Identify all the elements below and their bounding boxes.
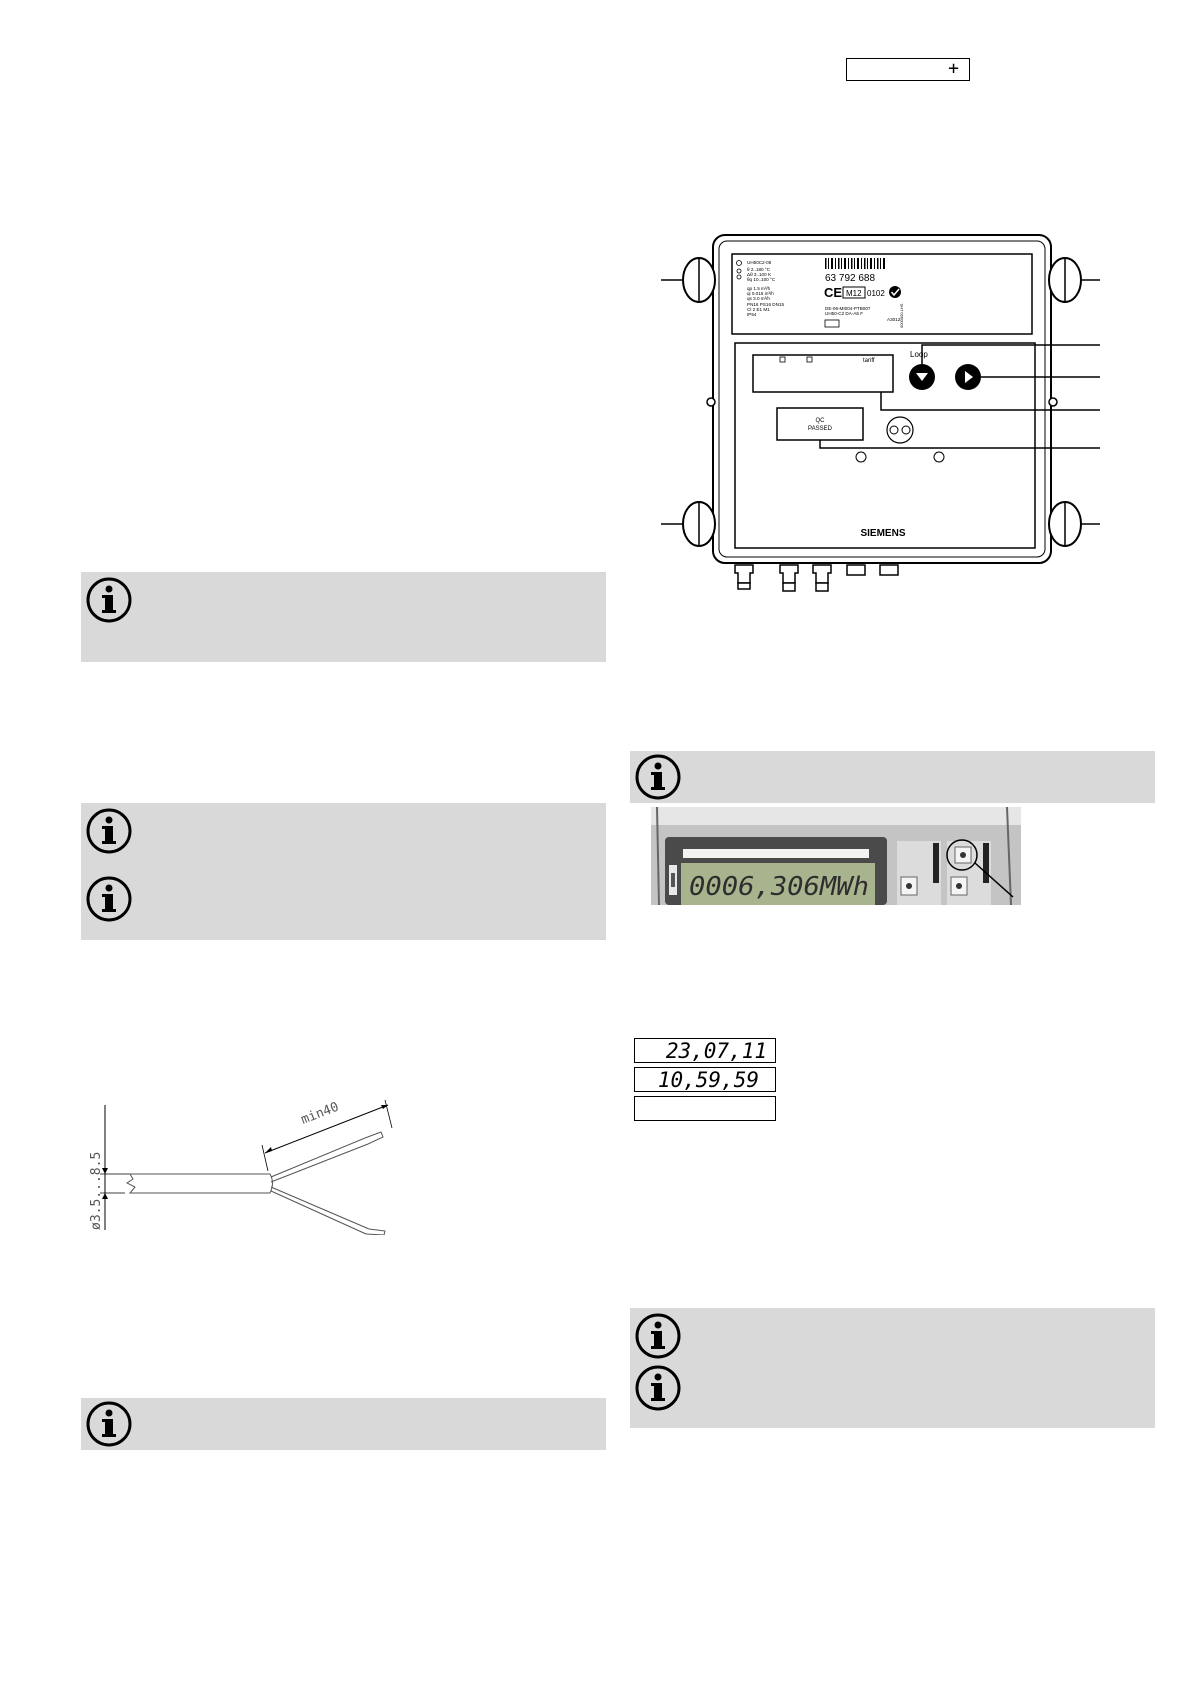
- info-icon: [635, 1313, 681, 1359]
- cable-figure: ø3.5...8.5 min40: [89, 1100, 393, 1235]
- lcd-value: -------: [690, 1118, 775, 1120]
- info-note-3: [81, 1398, 606, 1450]
- diameter-label: ø3.5...8.5: [89, 1152, 104, 1230]
- lcd-readout-date: D 23,07,11: [634, 1038, 776, 1063]
- arrow-symbol-icon: [824, 319, 840, 328]
- length-label: min40: [299, 1100, 341, 1128]
- energy-reading: 0006,306MWh: [689, 872, 869, 902]
- right-button[interactable]: [955, 364, 981, 390]
- loop-label: Loop: [910, 350, 928, 359]
- svg-text:IP54: IP54: [747, 312, 757, 317]
- info-icon: [86, 1401, 132, 1447]
- check-mark-icon: [889, 286, 901, 298]
- svg-text:qp 1.5 m³/h: qp 1.5 m³/h: [747, 286, 771, 291]
- lcd-readout-time: T 10,59,59: [634, 1067, 776, 1092]
- highlight-circle: [946, 839, 978, 871]
- lcd-value: 10,59,59: [657, 1068, 759, 1092]
- ce-mark: CE: [824, 285, 842, 300]
- svg-text:UH50-C2 DA-A5 F: UH50-C2 DA-A5 F: [825, 311, 863, 316]
- brand-logo: SIEMENS: [860, 528, 905, 539]
- svg-text:PN16 PS16 DN15: PN16 PS16 DN15: [747, 302, 784, 307]
- svg-text:θq 10..100 °C: θq 10..100 °C: [747, 277, 776, 282]
- info-icon: [86, 876, 132, 922]
- svg-text:qi 0.015 m³/h: qi 0.015 m³/h: [747, 291, 774, 296]
- cable-glands: [734, 564, 899, 592]
- lcd-prefix: Nb: [664, 1118, 689, 1120]
- notified-body: 0102: [867, 289, 885, 298]
- svg-text:Cl 2 E1 M1: Cl 2 E1 M1: [747, 307, 770, 312]
- lcd-readout-nb: Nb-------: [634, 1096, 776, 1121]
- info-icon: [86, 577, 132, 623]
- info-icon: [635, 1365, 681, 1411]
- header-lcd-symbol: +: [948, 58, 959, 79]
- info-note-5: [630, 1308, 1155, 1428]
- serial-number: 63 792 688: [825, 273, 875, 284]
- metrology-mark: M12: [846, 289, 862, 298]
- display-photo: 0006,306MWh: [651, 807, 1021, 905]
- info-note-4: [630, 751, 1155, 803]
- info-icon: [635, 754, 681, 800]
- svg-text:qs 3.0 m³/h: qs 3.0 m³/h: [747, 296, 770, 301]
- info-note-2: [81, 803, 606, 940]
- svg-text:A3012: A3012: [887, 317, 901, 322]
- info-icon: [86, 808, 132, 854]
- svg-text:Δθ 3..100 K: Δθ 3..100 K: [747, 272, 772, 277]
- header-lcd-text: FB: [873, 78, 895, 81]
- tariff-label: tariff: [863, 358, 875, 364]
- header-lcd-display: FB +: [846, 58, 970, 81]
- down-button[interactable]: [909, 364, 935, 390]
- lcd-value: 23,07,11: [665, 1039, 767, 1063]
- svg-text:DE-06-MI004-PTB007: DE-06-MI004-PTB007: [825, 306, 871, 311]
- meter-figure: UH50C2-08 θ 2..180 °C Δθ 3..100 K θq 10.…: [661, 234, 1100, 592]
- svg-text:θ 2..180 °C: θ 2..180 °C: [747, 267, 771, 272]
- qc-line1: QC: [816, 418, 826, 424]
- svg-text:UH50C2-08: UH50C2-08: [747, 260, 772, 265]
- lcd-prefix: D: [664, 1060, 677, 1062]
- info-note-1: [81, 572, 606, 662]
- lcd-prefix: T: [664, 1089, 677, 1091]
- barcode: [825, 258, 885, 269]
- qc-sticker: [776, 407, 864, 441]
- qc-line2: PASSED: [808, 426, 833, 432]
- side-code: 0000000 LHS: [899, 303, 904, 328]
- lcd-window: [752, 354, 894, 393]
- label-text-block: UH50C2-08 θ 2..180 °C Δθ 3..100 K θq 10.…: [747, 260, 784, 317]
